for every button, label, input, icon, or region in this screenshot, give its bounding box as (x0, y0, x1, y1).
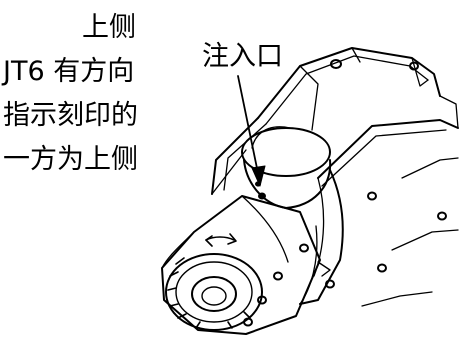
bolt-icon (367, 191, 377, 201)
instruction-line-1: JT6 有方向 (3, 56, 135, 87)
bolt-icon (377, 263, 387, 273)
inlet-leader-arrow (237, 75, 266, 187)
bolt-icon (330, 59, 342, 69)
wrist-side-block (299, 169, 344, 305)
arm-housing (257, 47, 459, 307)
direction-mark-icon (317, 261, 331, 277)
bolt-icon (325, 279, 335, 289)
bolt-icon (243, 317, 253, 327)
bolt-icon (257, 295, 267, 305)
bolt-icon (273, 271, 283, 281)
inlet-label: 注入口 (202, 41, 283, 72)
instruction-line-3: 一方为上侧 (3, 144, 138, 175)
instruction-line-2: 指示刻印的 (3, 100, 138, 131)
inlet-hole-icon (258, 192, 266, 200)
jt6-flange (161, 195, 321, 335)
jt5-joint (241, 126, 332, 209)
bolt-icon (437, 211, 447, 221)
bolt-icon (409, 61, 419, 71)
bolt-icon (299, 243, 309, 253)
top-side-label: 上侧 (82, 12, 136, 43)
